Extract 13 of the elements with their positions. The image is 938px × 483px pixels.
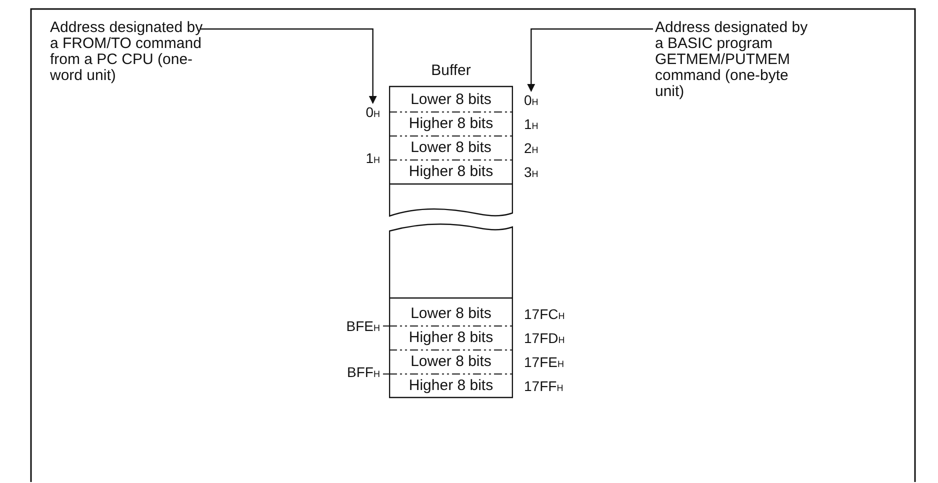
leader-note: Address designated by a FROM/TO command from a PC CPU (one-word unit) [50, 20, 212, 84]
memory-row: Higher 8 bits [389, 326, 513, 350]
memory-row: Lower 8 bits [389, 350, 513, 374]
memory-row: Lower 8 bits [389, 136, 513, 160]
leader-arrow [527, 28, 653, 92]
memory-row: Higher 8 bits [389, 160, 513, 184]
memory-row: Lower 8 bits [389, 302, 513, 326]
memory-row: Higher 8 bits [389, 374, 513, 398]
memory-row: Lower 8 bits [389, 88, 513, 112]
memory-row: Higher 8 bits [389, 112, 513, 136]
buffer-title: Buffer [430, 62, 472, 79]
leader-arrow [200, 28, 377, 104]
leader-note: Address designated by a BASIC program GETMEM/PUTMEM command (one-byte unit) [655, 20, 817, 100]
